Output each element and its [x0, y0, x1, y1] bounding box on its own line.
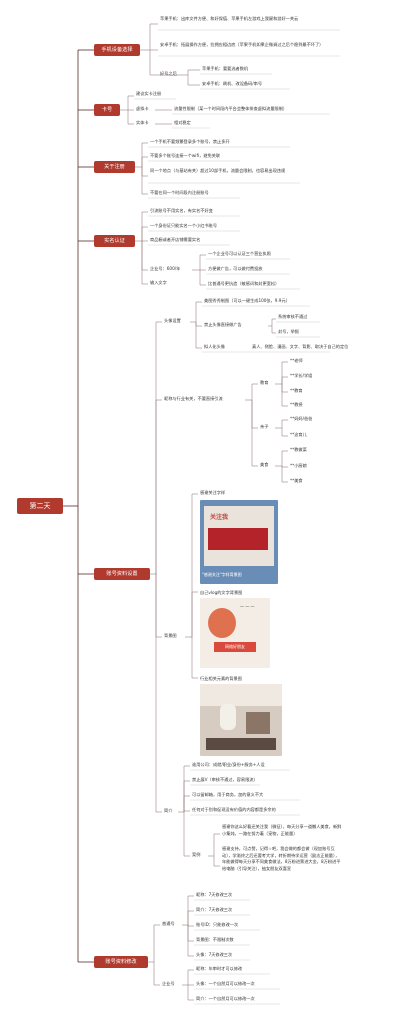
- intro-rule-1: 谁用公司：成就/职业/身份+服务+人设: [192, 762, 265, 767]
- bg-image-vlog-text: 网络好朋友: [214, 642, 256, 652]
- realname-rule-1: 引流账号不用实名，有实名不好变: [150, 208, 213, 213]
- bg-image-industry: [200, 684, 282, 756]
- nick-food: 美食: [260, 462, 269, 467]
- device-android-short: 安卓手机：刷机、改设备码/串号: [202, 81, 263, 86]
- intro-case-1: 感谢你这么好看还关注我（微征），每天分享一道懒人美食，新鲜小集炖，一路在努力着（…: [222, 824, 342, 836]
- setup-background: 背景图: [164, 633, 177, 638]
- avatar-rule-2: 禁止头像直接做广告: [204, 322, 242, 327]
- nick-edu-4: **教授: [290, 402, 303, 407]
- nick-edu-3: **教育: [290, 388, 303, 393]
- realname-rule-2: 一个身份证只能实名一个小红书账号: [150, 223, 218, 228]
- sim-physical-note: 相对稳定: [174, 120, 191, 125]
- modify-normal: 普通号: [162, 921, 175, 926]
- realname-rule-3: 商品橱或者开店铺需要实名: [150, 237, 201, 242]
- root-node[interactable]: 第二天: [17, 498, 63, 514]
- register-rule-2: 不要多个账号连接一个wifi，避免关联: [150, 153, 221, 158]
- modify-enterprise-2: 头像：一个自然月可以修改一次: [196, 981, 255, 986]
- sim-virtual: 虚拟卡: [136, 106, 149, 111]
- intro-rule-3: 可以留邮箱，用于商务，加的意义不大: [192, 792, 264, 797]
- device-apple: 苹果手机：出库文件方便、和好保值、苹果手机左游戏上我屡和游好一关云: [160, 16, 299, 21]
- intro-case: 案例: [192, 852, 201, 857]
- realname-enterprise-1: 一个企业号可以认证三个营业执照: [208, 251, 271, 256]
- realname-persona: 输入文字: [150, 280, 167, 285]
- avatar-rule-2-1: 系统审核不通过: [278, 314, 308, 319]
- modify-normal-4: 背景图：不限制次数: [196, 937, 234, 942]
- modify-enterprise: 企业号: [162, 981, 175, 986]
- bg-image-thanks-bottom: "感谢关注"字样背景图: [202, 572, 242, 577]
- nick-parent-1: **妈妈/爸爸: [290, 416, 313, 421]
- category-device[interactable]: 手机设备选择: [94, 44, 140, 56]
- register-rule-4: 不要在同一个时间段内注册账号: [150, 190, 209, 195]
- avatar-rule-2-2: 封号，举报: [278, 329, 299, 334]
- sim-physical: 实体卡: [136, 120, 149, 125]
- realname-enterprise-3: 比普通号更抗造（敏感词和封更宽松）: [208, 281, 280, 286]
- device-android: 安卓手机：拓展操作方便，拉拥应粗边底（苹果手机如果企微调过之后个稳到最不坏了）: [160, 42, 324, 47]
- nick-edu: 教育: [260, 380, 269, 385]
- nick-edu-2: **学长/学姐: [290, 373, 313, 378]
- nick-food-2: **小厨娘: [290, 463, 307, 468]
- bg-image-thanks: 关注我 "感谢关注"字样背景图: [200, 500, 278, 584]
- modify-enterprise-3: 简介：一个自然月可以修改一次: [196, 996, 255, 1001]
- setup-intro: 简介: [164, 808, 173, 813]
- bg-img2-caption: 自己vlog的文字背景图: [200, 590, 243, 595]
- avatar-rule-3-note: 真人、侧脸、漫画、文字、背影、取决于自己的定位: [252, 344, 349, 349]
- category-realname[interactable]: 实名认证: [94, 235, 135, 247]
- realname-enterprise: 企业号：600/年: [150, 266, 181, 271]
- intro-case-2: 感谢支持，可点赞，记得☆吧，我会做的都会做（现加账号互动），学渐终之后还要考大学…: [222, 846, 341, 871]
- sim-advice: 建议实卡注册: [136, 91, 162, 96]
- bg-image-vlog: — — — 网络好朋友: [200, 598, 270, 668]
- bg-img1-caption: 感谢关注字样: [200, 490, 226, 495]
- modify-normal-1: 昵称：7天修改三次: [196, 892, 233, 897]
- modify-enterprise-1: 昵称：年审时才可以修改: [196, 966, 243, 971]
- nick-parent: 亲子: [260, 424, 269, 429]
- setup-nickname: 昵称与行业有关，不要直接引流: [164, 396, 223, 401]
- modify-normal-5: 头像：7天修改三次: [196, 952, 233, 957]
- register-rule-3: 同一个地点（与基站有关）超过10部手机，流量会限制，也容易出现违规: [150, 168, 286, 173]
- nick-food-3: **美食: [290, 478, 303, 483]
- category-register[interactable]: 关于注册: [94, 161, 135, 173]
- register-rule-1: 一个手机不要频繁登录多个账号，禁止多开: [150, 139, 230, 144]
- category-modify[interactable]: 账号资料修改: [94, 956, 148, 968]
- avatar-rule-3: 拟人化头像: [204, 344, 225, 349]
- intro-rule-4: 任何对于别和促现没有价值的内容都是多余的: [192, 807, 276, 812]
- nick-parent-2: **这育儿: [290, 432, 307, 437]
- device-benefits: 好号之后: [160, 71, 177, 76]
- bg-image-thanks-text: 关注我: [210, 514, 229, 521]
- category-setup[interactable]: 账号资料设置: [94, 568, 150, 580]
- setup-avatar: 头像设置: [164, 318, 181, 323]
- nick-food-1: **教做菜: [290, 447, 307, 452]
- intro-rule-2: 禁止展V（审核不通过，容易限流）: [192, 777, 258, 782]
- modify-normal-3: 账号ID：只能修改一次: [196, 922, 239, 927]
- modify-normal-2: 简介：7天修改三次: [196, 907, 233, 912]
- bg-img3-caption: 行业相关元素的背景图: [200, 676, 242, 681]
- realname-enterprise-2: 方便做广告，可以做付费投放: [208, 266, 263, 271]
- avatar-rule-1: 美图秀秀制图（可以一键生成100张，9.9元）: [204, 298, 290, 303]
- category-sim[interactable]: 卡号: [94, 104, 120, 116]
- device-apple-short: 苹果手机：要要选者数机: [202, 66, 249, 71]
- nick-edu-1: **老师: [290, 358, 303, 363]
- sim-virtual-note: 流量性限制（某一个时间段内平台会整体排查虚拟流量限制）: [174, 106, 288, 111]
